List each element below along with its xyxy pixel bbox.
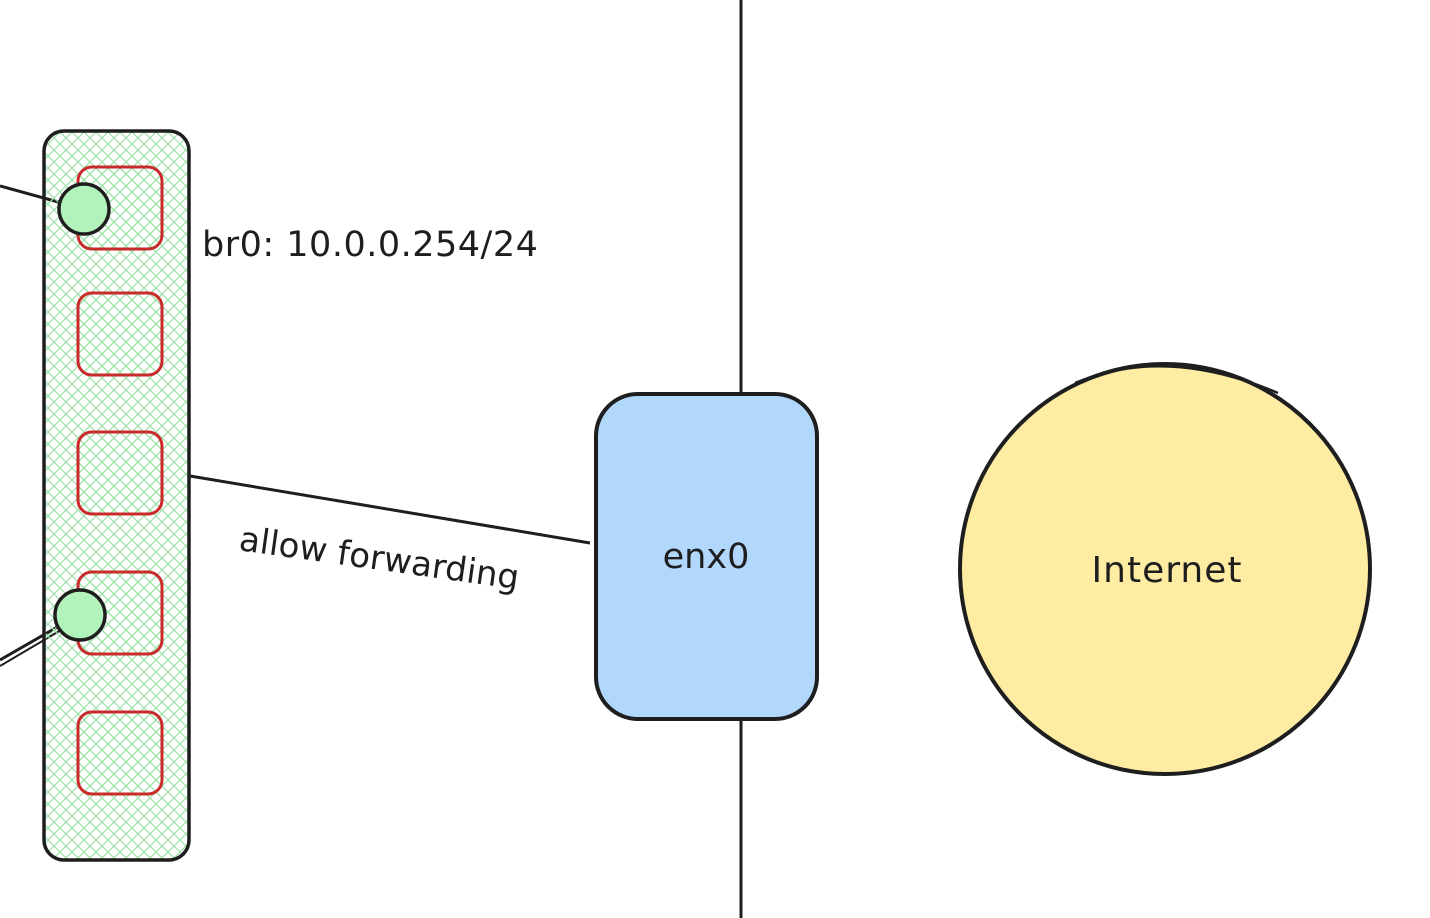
bridge-label: br0: 10.0.0.254/24	[202, 225, 538, 265]
bridge-ports	[76, 165, 164, 796]
internet-node[interactable]	[958, 362, 1372, 776]
internet-label: Internet	[1092, 550, 1243, 591]
forwarding-link	[189, 474, 591, 545]
port-connector-top[interactable]	[57, 182, 111, 236]
port-connector-bottom[interactable]	[53, 588, 107, 642]
interface-box[interactable]	[594, 392, 819, 721]
interface-label: enx0	[663, 537, 750, 577]
forwarding-label: allow forwarding	[237, 519, 522, 598]
internet-outline-accent	[1074, 365, 1279, 395]
bridge-port-2[interactable]	[76, 291, 164, 377]
bridge-port-3[interactable]	[76, 430, 164, 516]
bridge-port-5[interactable]	[76, 710, 164, 796]
